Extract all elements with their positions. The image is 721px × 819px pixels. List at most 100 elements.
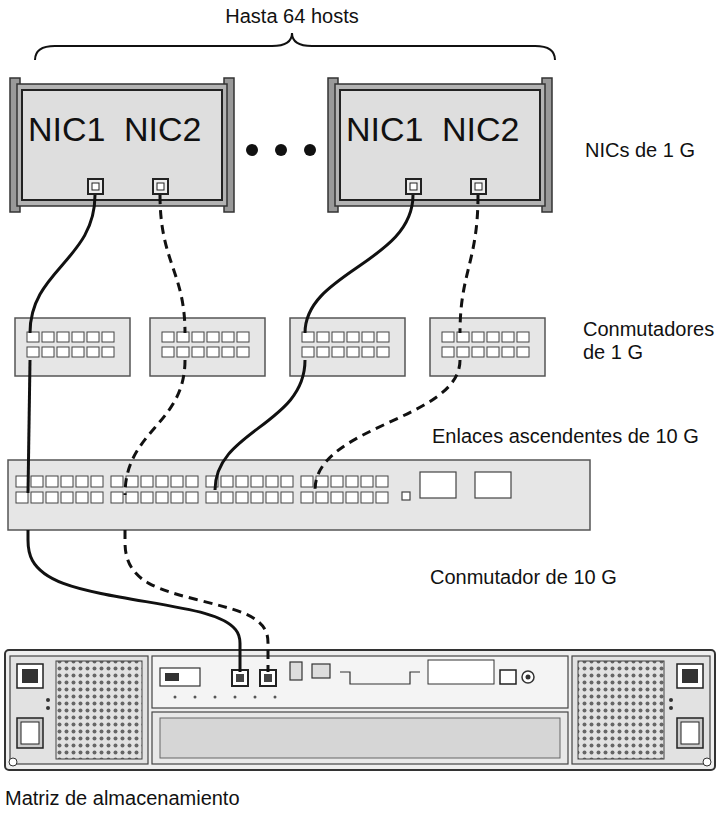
switch-port xyxy=(222,347,234,357)
switch-port xyxy=(361,492,373,503)
switch-port xyxy=(236,476,248,487)
switch-10g xyxy=(8,460,590,530)
switch-port xyxy=(192,332,204,342)
switch-port xyxy=(376,492,388,503)
switch-port xyxy=(177,332,189,342)
host-server xyxy=(328,78,552,212)
switch-port xyxy=(126,492,138,503)
switch-port xyxy=(517,347,529,357)
switch-port xyxy=(301,476,313,487)
host-nic-panel: NIC1NIC2 xyxy=(22,90,222,200)
switch-port xyxy=(27,347,39,357)
device-label: Matriz de almacenamiento xyxy=(5,787,240,810)
switch-port xyxy=(46,476,58,487)
switch-port xyxy=(27,332,39,342)
network-cable xyxy=(28,195,413,493)
host-server xyxy=(10,78,234,212)
switch-port xyxy=(251,476,263,487)
switch-port xyxy=(317,332,329,342)
switch-port xyxy=(221,492,233,503)
switch-port xyxy=(316,492,328,503)
switch-port xyxy=(362,332,374,342)
switch-port xyxy=(57,347,69,357)
switch-port xyxy=(91,492,103,503)
switch-port xyxy=(222,332,234,342)
switch-port xyxy=(316,476,328,487)
switch-port xyxy=(376,476,388,487)
switch-port xyxy=(91,476,103,487)
switch-port xyxy=(156,476,168,487)
switch-port xyxy=(237,347,249,357)
switch-port xyxy=(162,332,174,342)
ellipsis-dot xyxy=(246,144,258,156)
switch-port xyxy=(156,492,168,503)
switch-port xyxy=(472,332,484,342)
switch-port xyxy=(301,492,313,503)
switch-port xyxy=(16,492,28,503)
switch-port xyxy=(57,332,69,342)
storage-array-illustration xyxy=(5,650,715,770)
switch-port xyxy=(76,476,88,487)
switch-port xyxy=(111,492,123,503)
nic-label: NIC1 xyxy=(346,112,423,146)
switch-port xyxy=(332,347,344,357)
switch-port xyxy=(317,347,329,357)
switch-port xyxy=(251,492,263,503)
switch-port xyxy=(266,476,278,487)
switch-port xyxy=(192,347,204,357)
callout-label: Conmutadores de 1 G xyxy=(583,318,719,364)
switch-port xyxy=(377,332,389,342)
switch-10g: Conmutador de 10 G xyxy=(8,460,590,530)
switch-port xyxy=(236,492,248,503)
switch-port xyxy=(457,332,469,342)
switch-port xyxy=(221,476,233,487)
switch-port xyxy=(487,347,499,357)
switch-port xyxy=(186,492,198,503)
switch-port xyxy=(377,347,389,357)
switch-port xyxy=(442,332,454,342)
switch-1g xyxy=(15,318,545,376)
switch-port xyxy=(72,332,84,342)
switch-port xyxy=(302,347,314,357)
switch-port xyxy=(126,476,138,487)
nic-label: NIC2 xyxy=(442,112,519,146)
nic-label: NIC1 xyxy=(28,112,105,146)
switch-port xyxy=(31,492,43,503)
switch-port xyxy=(487,332,499,342)
switch-port xyxy=(61,492,73,503)
switch-port xyxy=(266,492,278,503)
switch-port xyxy=(207,347,219,357)
switch-port xyxy=(502,332,514,342)
switch-port xyxy=(347,332,359,342)
switch-port xyxy=(42,332,54,342)
switch-port xyxy=(346,476,358,487)
switch-port xyxy=(171,492,183,503)
switch-port xyxy=(206,492,218,503)
switch-port xyxy=(362,347,374,357)
switch-port xyxy=(457,347,469,357)
network-cable-dashed xyxy=(125,195,478,495)
ellipsis-dot xyxy=(304,144,316,156)
host-nic-panel: NIC1 NIC2 xyxy=(340,90,540,200)
switch-port xyxy=(46,492,58,503)
brace xyxy=(35,33,555,60)
switch-port xyxy=(102,347,114,357)
switch-port xyxy=(102,332,114,342)
ellipsis-dot xyxy=(275,144,287,156)
device-label: Conmutador de 10 G xyxy=(430,566,617,589)
switch-port xyxy=(141,492,153,503)
switch-port xyxy=(72,347,84,357)
switch-port xyxy=(162,347,174,357)
switch-port xyxy=(332,332,344,342)
switch-port xyxy=(472,347,484,357)
switch-port xyxy=(42,347,54,357)
switch-port xyxy=(281,492,293,503)
network-cable xyxy=(125,530,268,650)
network-cable xyxy=(28,530,240,650)
callout-label: NICs de 1 G xyxy=(585,139,695,162)
switch-port xyxy=(177,347,189,357)
switch-port xyxy=(186,476,198,487)
switch-port xyxy=(87,347,99,357)
switch-port xyxy=(31,476,43,487)
